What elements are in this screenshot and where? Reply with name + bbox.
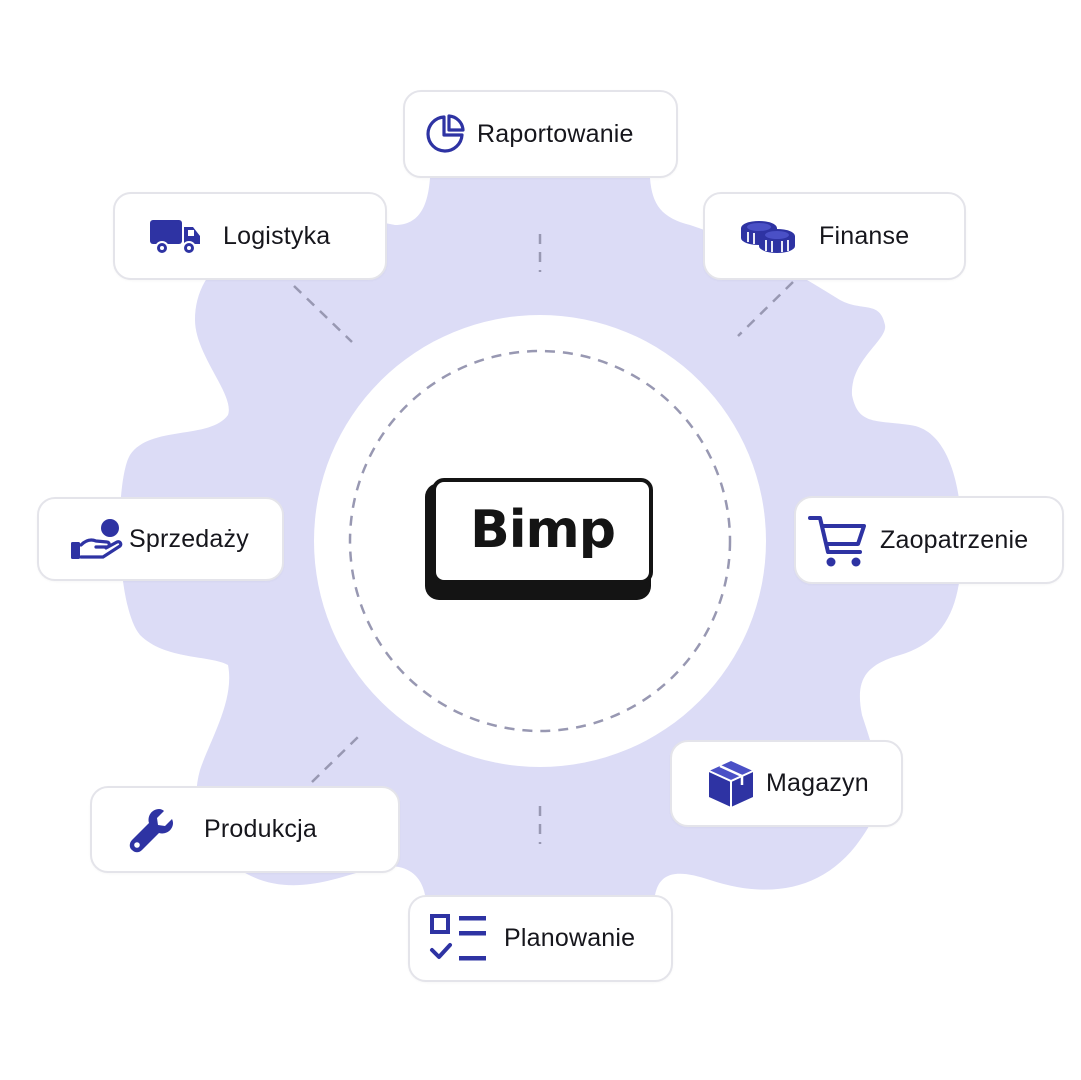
wrench-icon xyxy=(128,806,176,854)
module-card-zaopatrzenie[interactable]: Zaopatrzenie xyxy=(794,496,1064,584)
module-label: Produkcja xyxy=(204,815,317,843)
module-card-finanse[interactable]: Finanse xyxy=(703,192,966,280)
truck-icon xyxy=(149,216,201,256)
module-card-produkcja[interactable]: Produkcja xyxy=(90,786,400,873)
module-label: Zaopatrzenie xyxy=(880,525,1029,554)
box-icon xyxy=(706,759,756,809)
shopping-cart-icon xyxy=(808,512,868,568)
coins-icon xyxy=(739,214,797,258)
connector-lines xyxy=(293,234,794,844)
module-label: Sprzedaży xyxy=(129,524,249,553)
module-card-planowanie[interactable]: Planowanie xyxy=(408,895,673,982)
module-card-magazyn[interactable]: Magazyn xyxy=(670,740,903,827)
checklist-icon xyxy=(428,912,488,966)
module-label: Logistyka xyxy=(223,221,331,250)
bimp-logo: Bimp xyxy=(425,478,657,602)
module-label: Raportowanie xyxy=(477,119,634,148)
module-label: Finanse xyxy=(819,221,910,250)
connector-logistyka xyxy=(293,285,353,343)
module-label: Magazyn xyxy=(766,769,869,797)
logo-text: Bimp xyxy=(470,500,616,560)
connector-finanse xyxy=(737,281,794,337)
orbit-ring xyxy=(348,349,732,733)
hand-coin-icon xyxy=(69,517,123,561)
pie-chart-icon xyxy=(425,113,467,155)
module-card-logistyka[interactable]: Logistyka xyxy=(113,192,387,280)
logo-face: Bimp xyxy=(432,478,653,584)
module-card-raportowanie[interactable]: Raportowanie xyxy=(403,90,678,178)
module-label: Planowanie xyxy=(504,924,636,952)
module-card-sprzedazy[interactable]: Sprzedaży xyxy=(37,497,284,581)
